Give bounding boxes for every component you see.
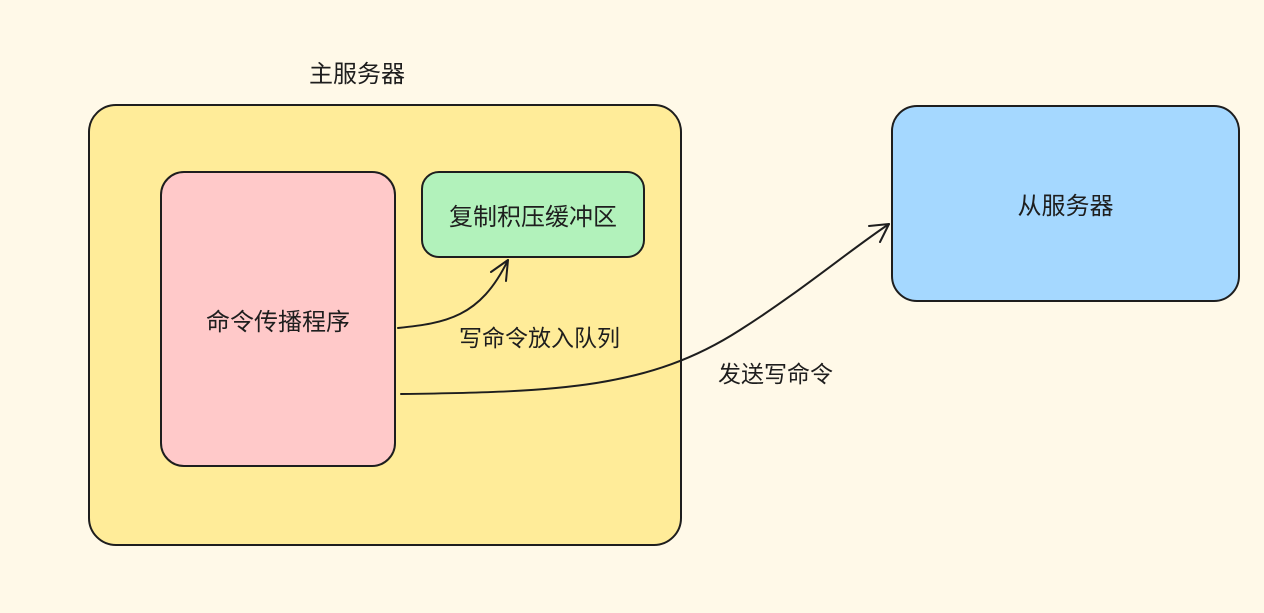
master-server-title: 主服务器 [309, 60, 405, 88]
arrow-to-backlog [397, 259, 509, 329]
replication-backlog-box: 复制积压缓冲区 [421, 171, 645, 258]
command-propagator-box: 命令传播程序 [160, 171, 396, 467]
edge-label-to-slave: 发送写命令 [718, 362, 833, 388]
arrow-to-slave-head [868, 223, 890, 243]
slave-server-box: 从服务器 [891, 105, 1240, 302]
arrow-to-slave [400, 223, 890, 395]
edge-label-to-backlog: 写命令放入队列 [459, 326, 620, 352]
command-propagator-label: 命令传播程序 [206, 307, 350, 336]
slave-server-label: 从服务器 [1017, 192, 1114, 220]
replication-backlog-label: 复制积压缓冲区 [449, 203, 617, 231]
arrow-to-backlog-head [490, 259, 509, 282]
